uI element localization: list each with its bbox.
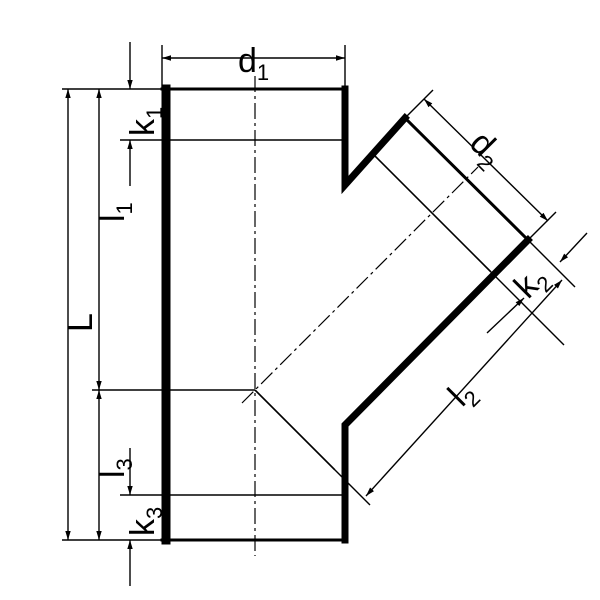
k2-arrow-bottom [486,297,525,334]
label-d2: d2 [459,124,511,176]
l2-dimension-line [365,279,563,497]
center-lines [241,76,479,556]
d2-dimension-line [423,98,549,222]
label-l3: l3 [94,458,137,478]
label-k1: k1 [124,107,167,136]
branch-end-extension-line [527,239,576,288]
k2-arrow-top [559,232,588,263]
label-k2: k2 [507,258,558,309]
label-l1: l1 [94,202,137,222]
main-pipe-right-wall-upper [341,85,410,195]
label-L: L [62,313,100,332]
d2-extension-top [404,89,434,119]
dimension-lines [62,42,588,586]
label-l2: l2 [441,373,485,417]
branch-centerline [241,166,479,404]
center-to-l2-extension-line [334,469,371,506]
branch-lower-wall [341,235,533,544]
d2-extension-bottom [527,211,557,241]
label-d1: d1 [238,42,269,85]
label-k3: k3 [124,507,167,536]
branch-center-to-end-line [254,389,336,471]
internal-lines [166,139,492,496]
